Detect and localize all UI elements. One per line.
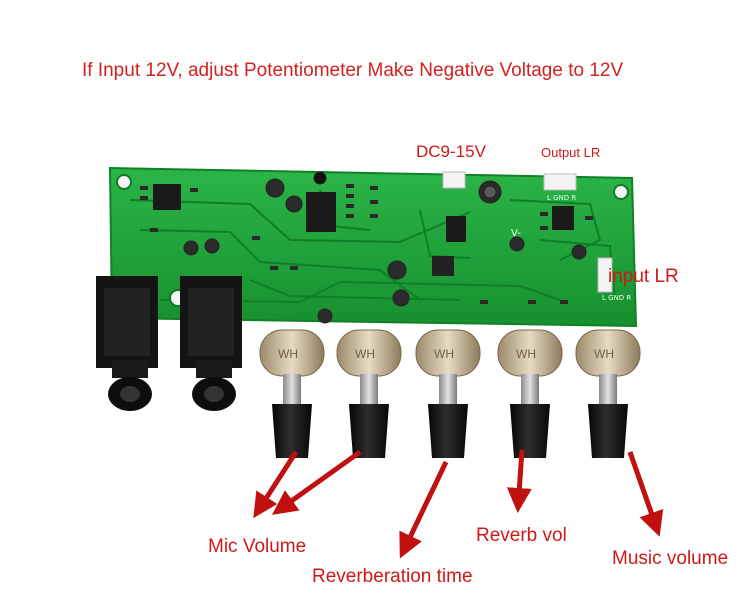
pot-code: WH	[594, 347, 614, 361]
potentiometer-reverb-time: WH	[415, 329, 481, 458]
silk-gnd: GND	[506, 166, 522, 174]
label-reverberation-time: Reverberation time	[312, 566, 473, 587]
arrow-reverb-vol	[506, 449, 532, 513]
silk-vminus: V-	[511, 228, 521, 239]
pot-code: WH	[434, 347, 454, 361]
ic-chip	[552, 206, 574, 230]
silk-output-lgndr: L GND R	[547, 194, 576, 202]
label-output-lr: Output LR	[541, 145, 601, 160]
output-connector	[543, 173, 577, 191]
ic-chip	[446, 216, 466, 242]
label-music-volume: Music volume	[612, 548, 729, 569]
dc-connector	[442, 171, 466, 189]
arrow-mic-1	[253, 450, 299, 519]
arrow-music	[627, 451, 664, 537]
capacitors	[183, 171, 587, 324]
input-connector	[597, 257, 613, 293]
pot-code: WH	[516, 347, 536, 361]
label-dc-input: DC9-15V	[416, 142, 486, 161]
pot-code: WH	[278, 347, 298, 361]
arrow-reverb-time	[399, 460, 449, 559]
label-input-lr: input LR	[608, 266, 679, 287]
label-reverb-vol: Reverb vol	[476, 525, 567, 546]
ic-chip	[432, 256, 454, 276]
arrow-mic-2	[271, 449, 362, 515]
label-mic-volume: Mic Volume	[208, 536, 307, 557]
audio-jack-1	[96, 276, 158, 411]
pot-code: WH	[355, 347, 375, 361]
mounting-hole	[613, 184, 629, 200]
potentiometer-mic-volume: WH	[259, 329, 325, 458]
mounting-hole	[116, 174, 132, 190]
potentiometer-reverb-vol: WH	[497, 329, 563, 458]
audio-jack-2	[180, 276, 242, 411]
headline-text: If Input 12V, adjust Potentiometer Make …	[82, 60, 624, 81]
ic-chip	[306, 192, 336, 232]
ic-chip	[153, 184, 181, 210]
potentiometer-music-volume: WH	[575, 329, 641, 458]
annotation-arrows	[253, 449, 664, 559]
silk-input-lgndr: L GND R	[602, 294, 631, 302]
smd-components	[140, 184, 593, 304]
potentiometer-2: WH	[336, 329, 402, 458]
